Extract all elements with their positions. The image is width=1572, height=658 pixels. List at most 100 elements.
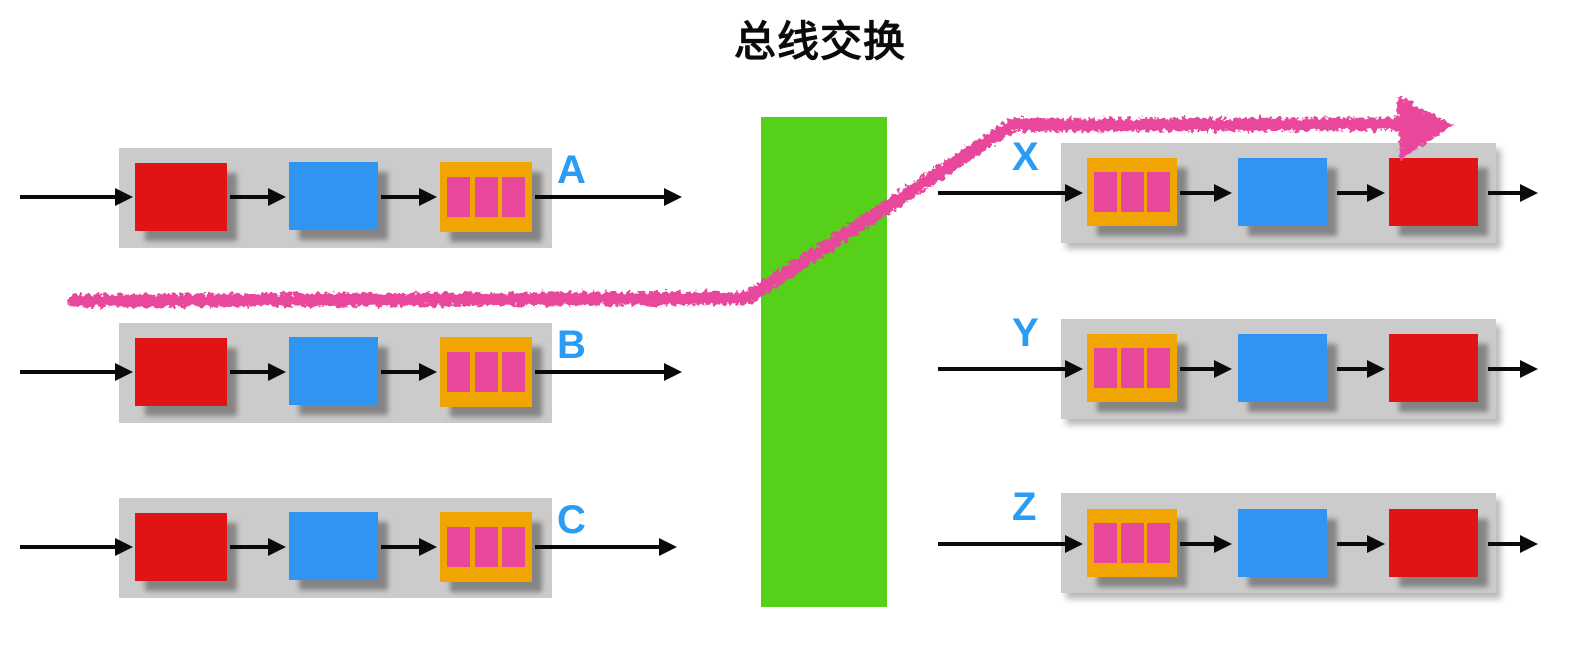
- arrow-head-icon: [1367, 535, 1385, 553]
- arrow-shaft: [1488, 542, 1520, 546]
- arrow-shaft: [938, 542, 1065, 546]
- flow-arrow: [535, 538, 677, 556]
- arrow-head-icon: [1065, 184, 1083, 202]
- red-stage-box: [1389, 509, 1478, 577]
- blue-stage-box: [289, 512, 378, 580]
- flow-arrow: [1180, 360, 1232, 378]
- arrow-head-icon: [1214, 360, 1232, 378]
- packet-queue-box: [440, 512, 532, 582]
- queued-packet: [1147, 172, 1170, 212]
- packet-queue-box: [1087, 509, 1177, 577]
- arrow-head-icon: [1367, 360, 1385, 378]
- flow-arrow: [1337, 360, 1385, 378]
- arrow-shaft: [1337, 542, 1367, 546]
- queued-packet: [474, 352, 498, 392]
- queued-packet: [1147, 348, 1170, 388]
- flow-arrow: [1488, 360, 1538, 378]
- port-label: X: [1012, 135, 1039, 179]
- arrow-shaft: [1337, 367, 1367, 371]
- queued-packet: [502, 352, 525, 392]
- arrow-shaft: [1180, 542, 1214, 546]
- blue-stage-box: [1238, 334, 1327, 402]
- arrow-head-icon: [659, 538, 677, 556]
- blue-stage-box: [1238, 158, 1327, 226]
- flow-arrow: [381, 538, 437, 556]
- arrow-shaft: [230, 545, 268, 549]
- queued-packet: [1120, 348, 1144, 388]
- flow-arrow: [20, 363, 133, 381]
- flow-arrow: [1488, 184, 1538, 202]
- packet-queue-box: [1087, 334, 1177, 402]
- blue-stage-box: [289, 337, 378, 405]
- flow-arrow: [20, 538, 133, 556]
- arrow-head-icon: [1214, 184, 1232, 202]
- arrow-shaft: [381, 370, 419, 374]
- arrow-shaft: [381, 545, 419, 549]
- arrow-head-icon: [268, 538, 286, 556]
- arrow-shaft: [20, 370, 115, 374]
- arrow-head-icon: [1065, 535, 1083, 553]
- red-stage-box: [135, 513, 227, 581]
- flow-arrow: [535, 363, 682, 381]
- arrow-shaft: [535, 370, 664, 374]
- queued-packet: [1120, 172, 1144, 212]
- arrow-head-icon: [115, 538, 133, 556]
- flow-arrow: [381, 363, 437, 381]
- arrow-head-icon: [1520, 184, 1538, 202]
- flow-arrow: [938, 535, 1083, 553]
- output-port-row-x: X: [0, 137, 1572, 253]
- arrow-head-icon: [664, 363, 682, 381]
- arrow-head-icon: [1520, 360, 1538, 378]
- arrow-shaft: [20, 545, 115, 549]
- flow-arrow: [1337, 184, 1385, 202]
- queued-packet: [1120, 523, 1144, 563]
- queued-packet: [1094, 348, 1117, 388]
- queued-packet: [474, 527, 498, 567]
- arrow-head-icon: [1214, 535, 1232, 553]
- flow-arrow: [1180, 535, 1232, 553]
- arrow-shaft: [535, 545, 659, 549]
- queued-packet: [447, 527, 470, 567]
- packet-queue-box: [1087, 158, 1177, 226]
- arrow-shaft: [1488, 367, 1520, 371]
- packet-queue-box: [440, 337, 532, 407]
- arrow-head-icon: [1065, 360, 1083, 378]
- flow-arrow: [1488, 535, 1538, 553]
- port-label: C: [557, 498, 586, 542]
- port-label: Z: [1012, 485, 1037, 529]
- arrow-head-icon: [115, 363, 133, 381]
- port-label: B: [557, 323, 586, 367]
- input-port-row-b: B: [0, 323, 1572, 433]
- red-stage-box: [135, 338, 227, 406]
- arrow-head-icon: [268, 363, 286, 381]
- arrow-head-icon: [1520, 535, 1538, 553]
- arrow-shaft: [1180, 367, 1214, 371]
- queued-packet: [447, 352, 470, 392]
- queued-packet: [1094, 172, 1117, 212]
- flow-arrow: [938, 184, 1083, 202]
- arrow-shaft: [938, 367, 1065, 371]
- arrow-head-icon: [419, 538, 437, 556]
- arrow-shaft: [1488, 191, 1520, 195]
- flow-arrow: [1180, 184, 1232, 202]
- port-label: Y: [1012, 311, 1039, 355]
- output-port-row-y: Y: [0, 313, 1572, 429]
- arrow-shaft: [938, 191, 1065, 195]
- arrow-head-icon: [1367, 184, 1385, 202]
- diagram-title: 总线交换: [733, 18, 906, 65]
- output-port-row-z: Z: [0, 487, 1572, 603]
- flow-arrow: [938, 360, 1083, 378]
- flow-arrow: [1337, 535, 1385, 553]
- arrow-shaft: [1337, 191, 1367, 195]
- flow-arrow: [230, 538, 286, 556]
- input-port-row-c: C: [0, 498, 1572, 608]
- arrow-head-icon: [419, 363, 437, 381]
- queued-packet: [502, 527, 525, 567]
- queued-packet: [1094, 523, 1117, 563]
- arrow-shaft: [230, 370, 268, 374]
- red-stage-box: [1389, 158, 1478, 226]
- queued-packet: [1147, 523, 1170, 563]
- red-stage-box: [1389, 334, 1478, 402]
- blue-stage-box: [1238, 509, 1327, 577]
